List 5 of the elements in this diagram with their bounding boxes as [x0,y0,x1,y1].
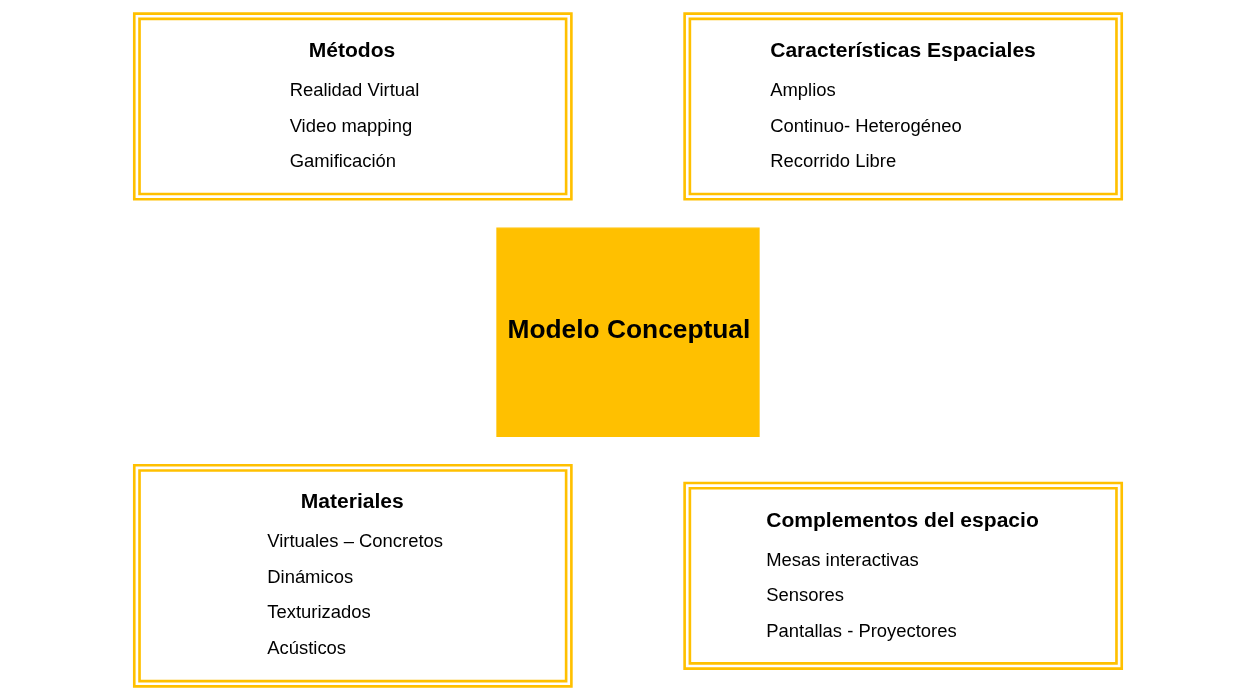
node-box: Métodos Realidad Virtual Video mapping Gamificación [132,12,573,201]
node-box: Características Espaciales Amplios Continuo- Heterogéneo Recorrido Libre [682,12,1123,201]
node-box: Modelo Conceptual [495,227,760,437]
node-box: Materiales Virtuales – Concretos Dinámicos Texturizados Acústicos [132,463,573,688]
node-box: Complementos del espacio Mesas interactivas Sensores Pantallas - Proyectores [682,481,1123,670]
